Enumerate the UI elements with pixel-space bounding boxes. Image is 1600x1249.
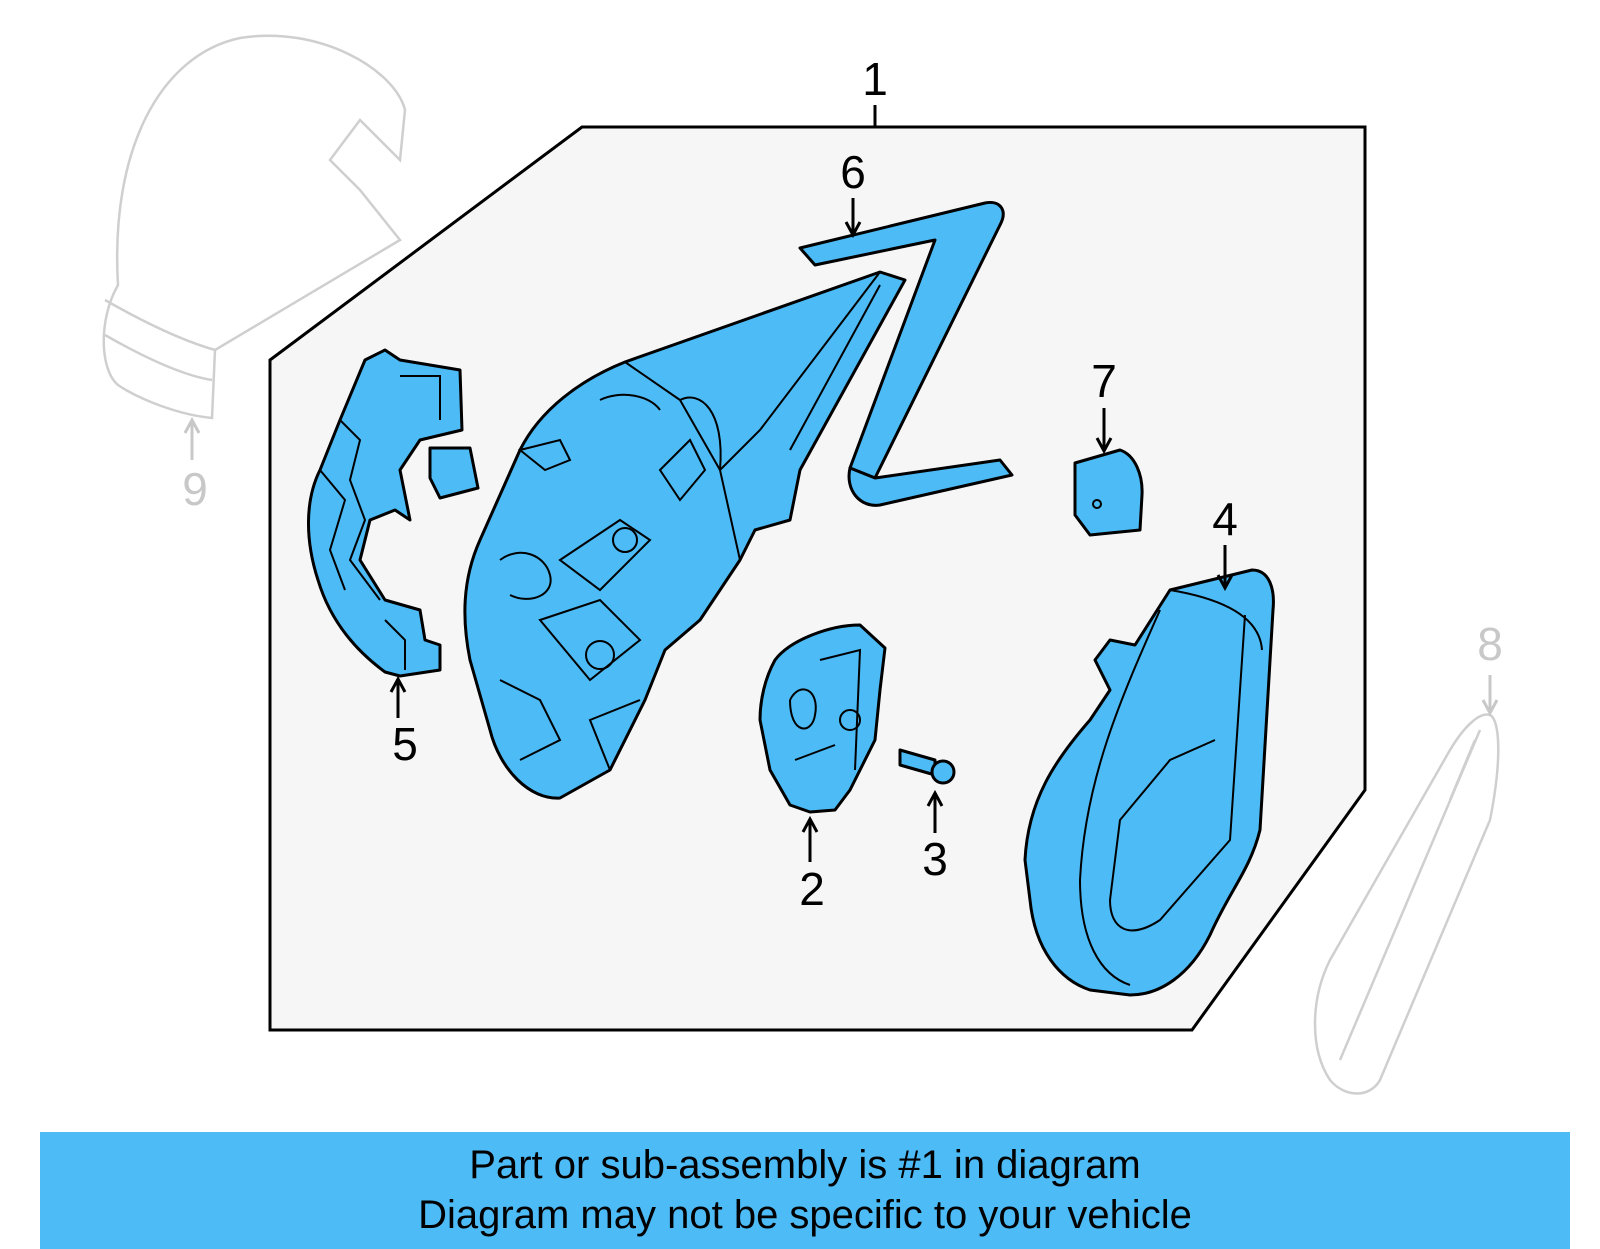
- leader-8: [1481, 675, 1499, 717]
- part-6-garnish-lower: [847, 458, 1014, 507]
- leader-6: [844, 198, 862, 239]
- part-5-harness: [307, 348, 480, 678]
- callout-8: 8: [1477, 618, 1503, 670]
- info-banner: Part or sub-assembly is #1 in diagram Di…: [40, 1132, 1570, 1249]
- callout-2: 2: [799, 863, 825, 915]
- callout-1: 1: [862, 53, 888, 105]
- callout-7: 7: [1091, 355, 1117, 407]
- part-9-mirror-cover: [102, 34, 407, 420]
- leader-7: [1095, 408, 1113, 455]
- leader-2: [801, 815, 819, 862]
- mirror-housing: [463, 270, 907, 800]
- banner-line-1: Part or sub-assembly is #1 in diagram: [469, 1143, 1141, 1187]
- part-8-mirror-glass: [1313, 713, 1500, 1095]
- leader-5: [389, 675, 407, 718]
- callout-4: 4: [1212, 493, 1238, 545]
- part-7-hole: [1092, 499, 1102, 509]
- leader-3: [926, 789, 944, 833]
- leader-9: [183, 416, 201, 460]
- part-7-cap: [1073, 448, 1144, 537]
- part-6-garnish-strip: [798, 200, 1005, 480]
- parts-diagram: 1 6 7 4 5 2 3 8 9: [102, 34, 1503, 1095]
- callout-3: 3: [922, 833, 948, 885]
- callout-6: 6: [840, 146, 866, 198]
- callout-9: 9: [182, 463, 208, 515]
- part-2-actuator: [758, 623, 887, 814]
- part-3-screw: [898, 748, 956, 785]
- part-4-mirror-back: [1023, 568, 1275, 997]
- banner-line-2: Diagram may not be specific to your vehi…: [418, 1193, 1192, 1237]
- callout-5: 5: [392, 718, 418, 770]
- leader-4: [1216, 545, 1234, 592]
